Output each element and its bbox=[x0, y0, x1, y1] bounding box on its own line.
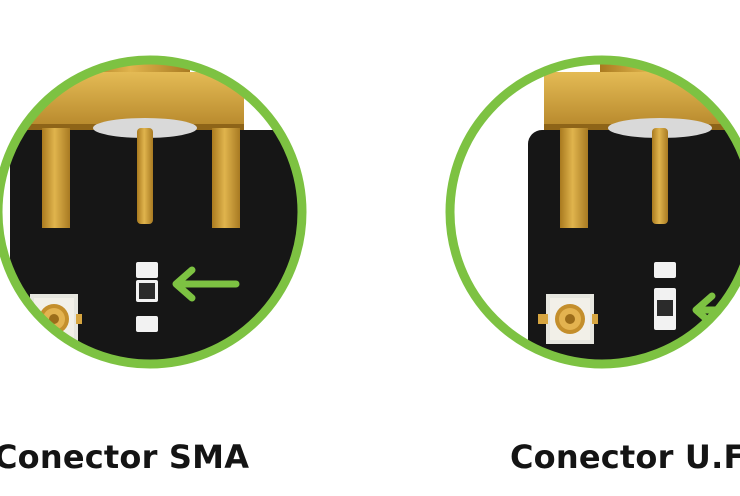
sma-board-image bbox=[0, 55, 307, 369]
pcb-board bbox=[528, 130, 740, 364]
ufl-board-image bbox=[445, 55, 740, 369]
ufl-label: Conector U.FL bbox=[510, 438, 740, 476]
sma-leg-left bbox=[560, 128, 588, 228]
sma-center-pin bbox=[137, 128, 153, 224]
highlight-ring bbox=[445, 55, 740, 369]
arrow-pointer-icon bbox=[172, 266, 240, 302]
sma-label: Conector SMA bbox=[0, 438, 250, 476]
sma-center-pin bbox=[652, 128, 668, 224]
jumper-pads bbox=[136, 262, 158, 332]
jumper-pads bbox=[654, 262, 676, 330]
ufl-panel bbox=[370, 0, 740, 496]
highlight-ring bbox=[0, 55, 307, 369]
sma-leg-left bbox=[42, 128, 70, 228]
sma-panel: Conector SMA bbox=[0, 55, 307, 476]
sma-leg-right bbox=[212, 128, 240, 228]
ufl-socket bbox=[538, 294, 598, 344]
